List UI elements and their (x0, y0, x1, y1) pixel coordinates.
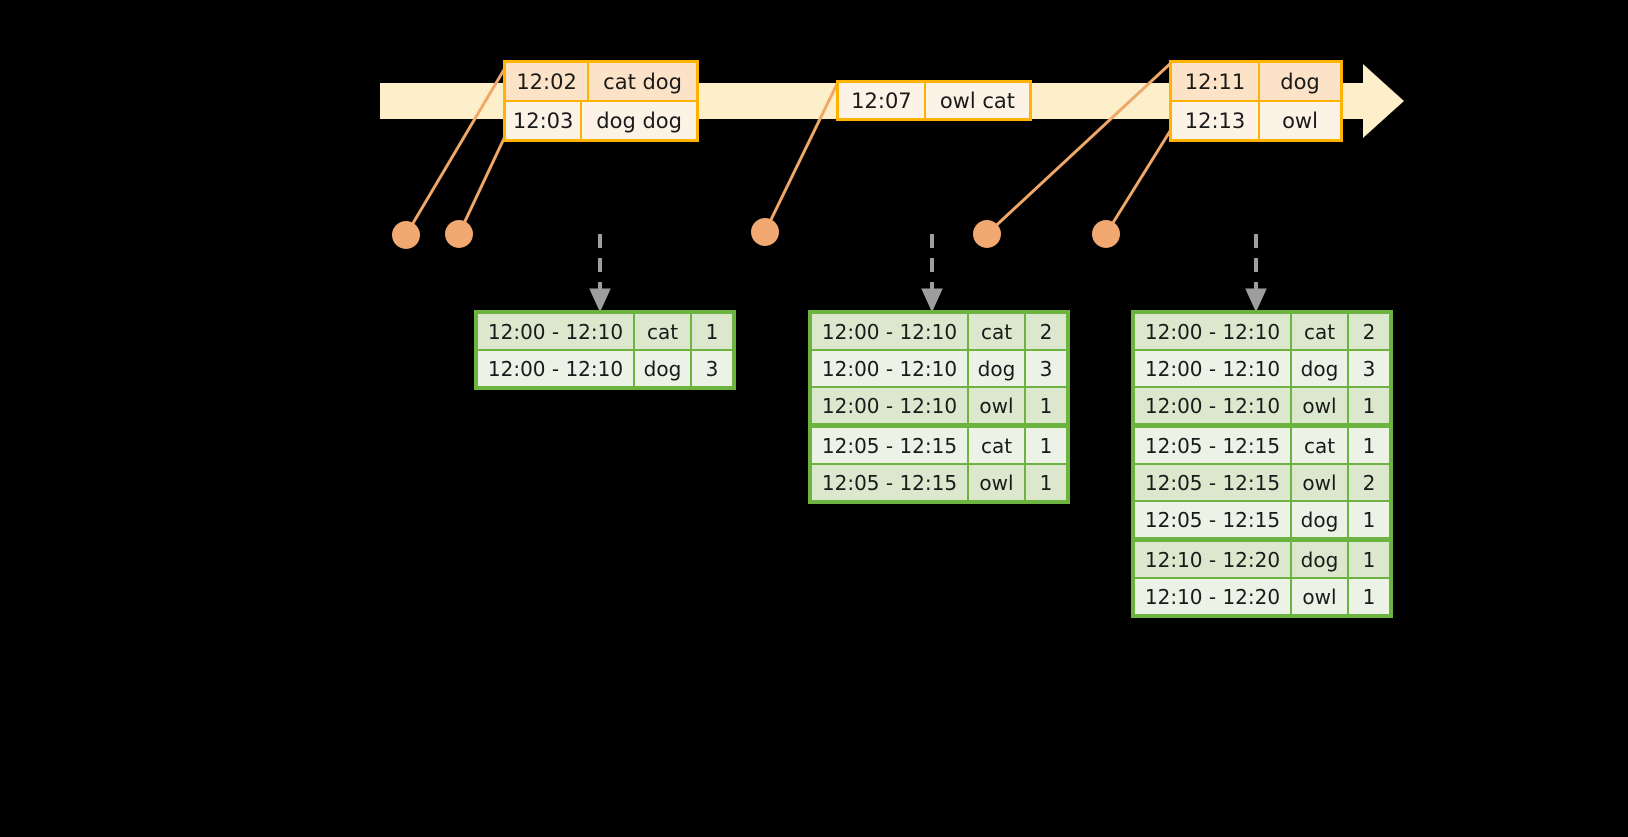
count-cell: 1 (1026, 428, 1066, 463)
flow-arrows (589, 234, 1267, 313)
flow-arrow-1 (589, 234, 611, 313)
count-cell: 2 (1349, 465, 1389, 500)
window-cell: 12:00 - 12:10 (1135, 388, 1290, 423)
window-cell: 12:05 - 12:15 (812, 428, 967, 463)
count-cell: 3 (692, 351, 732, 386)
event-time: 12:07 (839, 83, 926, 118)
event-row[interactable]: 12:13 owl (1172, 100, 1340, 139)
event-group-3[interactable]: 12:11 dog 12:13 owl (1169, 60, 1343, 142)
event-row[interactable]: 12:07 owl cat (839, 83, 1029, 118)
word-cell: dog (1292, 542, 1347, 577)
event-words: cat dog (589, 63, 696, 100)
count-cell: 1 (1349, 502, 1389, 537)
event-words: dog (1260, 63, 1340, 100)
event-words: owl cat (925, 83, 1029, 118)
word-cell: owl (1292, 465, 1347, 500)
word-cell: dog (1292, 502, 1347, 537)
count-cell: 2 (1026, 314, 1066, 349)
word-cell: dog (635, 351, 690, 386)
event-row[interactable]: 12:02 cat dog (506, 63, 696, 100)
window-cell: 12:00 - 12:10 (812, 351, 967, 386)
event-group-2[interactable]: 12:07 owl cat (836, 80, 1032, 121)
word-cell: owl (969, 465, 1024, 500)
dot-1 (392, 221, 420, 249)
dot-5 (1092, 220, 1120, 248)
word-cell: cat (1292, 428, 1347, 463)
event-time: 12:11 (1172, 63, 1260, 100)
window-cell: 12:10 - 12:20 (1135, 542, 1290, 577)
count-cell: 3 (1026, 351, 1066, 386)
event-row[interactable]: 12:11 dog (1172, 63, 1340, 100)
count-cell: 1 (1349, 542, 1389, 577)
dot-3 (751, 218, 779, 246)
count-cell: 1 (1349, 388, 1389, 423)
count-cell: 1 (1349, 428, 1389, 463)
event-words: dog dog (582, 102, 696, 139)
dot-4 (973, 220, 1001, 248)
count-cell: 1 (1026, 388, 1066, 423)
word-cell: dog (1292, 351, 1347, 386)
word-cell: cat (635, 314, 690, 349)
word-cell: owl (969, 388, 1024, 423)
word-cell: dog (969, 351, 1024, 386)
word-cell: cat (969, 428, 1024, 463)
window-cell: 12:00 - 12:10 (1135, 314, 1290, 349)
window-cell: 12:00 - 12:10 (812, 314, 967, 349)
word-cell: owl (1292, 388, 1347, 423)
event-group-1[interactable]: 12:02 cat dog 12:03 dog dog (503, 60, 699, 142)
window-cell: 12:00 - 12:10 (812, 388, 967, 423)
window-cell: 12:05 - 12:15 (1135, 465, 1290, 500)
word-cell: cat (1292, 314, 1347, 349)
flow-arrow-2 (921, 234, 943, 313)
count-cell: 3 (1349, 351, 1389, 386)
dot-2 (445, 220, 473, 248)
window-cell: 12:05 - 12:15 (1135, 428, 1290, 463)
event-time: 12:03 (506, 102, 583, 139)
word-cell: cat (969, 314, 1024, 349)
flow-arrow-3 (1245, 234, 1267, 313)
window-cell: 12:05 - 12:15 (1135, 502, 1290, 537)
count-cell: 1 (692, 314, 732, 349)
window-cell: 12:00 - 12:10 (478, 351, 633, 386)
window-cell: 12:00 - 12:10 (478, 314, 633, 349)
count-cell: 2 (1349, 314, 1389, 349)
event-row[interactable]: 12:03 dog dog (506, 100, 696, 139)
window-cell: 12:05 - 12:15 (812, 465, 967, 500)
event-dots (392, 218, 1120, 249)
event-time: 12:02 (506, 63, 590, 100)
event-words: owl (1260, 102, 1340, 139)
count-cell: 1 (1026, 465, 1066, 500)
window-cell: 12:10 - 12:20 (1135, 579, 1290, 614)
window-cell: 12:00 - 12:10 (1135, 351, 1290, 386)
event-time: 12:13 (1172, 102, 1260, 139)
word-cell: owl (1292, 579, 1347, 614)
count-cell: 1 (1349, 579, 1389, 614)
